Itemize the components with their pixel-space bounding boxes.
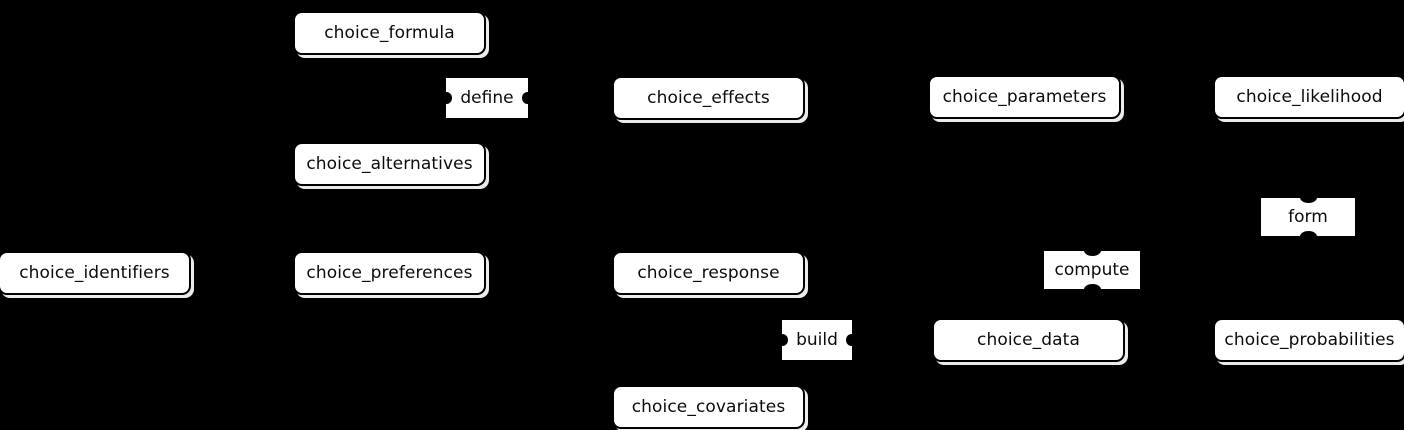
edge-label-text: form <box>1288 206 1328 227</box>
edge-choice_covariates-build <box>708 339 782 385</box>
node-label: choice_alternatives <box>306 153 473 174</box>
notch-right-icon <box>522 92 533 104</box>
notch-top-icon <box>1300 192 1317 203</box>
node-label: choice_response <box>637 262 780 283</box>
node-label: choice_effects <box>647 87 770 108</box>
node-choice-parameters[interactable]: choice_parameters <box>928 75 1121 119</box>
node-label: choice_data <box>977 329 1080 350</box>
notch-bottom-icon <box>1084 284 1101 295</box>
node-label: choice_identifiers <box>19 262 170 283</box>
edge-label-text: compute <box>1054 259 1130 280</box>
node-choice-formula[interactable]: choice_formula <box>293 11 486 55</box>
node-choice-alternatives[interactable]: choice_alternatives <box>293 142 486 186</box>
edge-label-define: define <box>441 78 533 118</box>
notch-top-icon <box>1084 245 1101 256</box>
node-choice-data[interactable]: choice_data <box>932 318 1125 362</box>
node-choice-likelihood[interactable]: choice_likelihood <box>1213 75 1404 119</box>
node-label: choice_probabilities <box>1224 329 1395 350</box>
notch-right-icon <box>846 334 857 346</box>
notch-left-icon <box>777 334 788 346</box>
node-label: choice_covariates <box>631 396 786 417</box>
edge-label-compute: compute <box>1044 245 1140 295</box>
node-choice-probabilities[interactable]: choice_probabilities <box>1213 318 1404 362</box>
notch-left-icon <box>441 92 452 104</box>
node-label: choice_parameters <box>942 86 1107 107</box>
node-choice-covariates[interactable]: choice_covariates <box>612 385 805 429</box>
edge-choice_response-build <box>708 295 782 341</box>
node-choice-effects[interactable]: choice_effects <box>612 76 805 120</box>
node-choice-response[interactable]: choice_response <box>612 251 805 295</box>
node-choice-preferences[interactable]: choice_preferences <box>293 251 486 295</box>
edge-label-text: build <box>796 329 838 350</box>
edge-label-text: define <box>460 87 514 108</box>
edge-choice_formula-choice_effects <box>389 55 446 99</box>
edge-label-form: form <box>1261 192 1355 242</box>
notch-bottom-icon <box>1300 231 1317 242</box>
edge-choice_alternatives-choice_effects <box>389 97 446 142</box>
node-label: choice_formula <box>324 22 455 43</box>
node-label: choice_preferences <box>306 262 473 283</box>
edge-label-build: build <box>777 320 857 360</box>
node-choice-identifiers[interactable]: choice_identifiers <box>0 251 191 295</box>
node-label: choice_likelihood <box>1236 86 1383 107</box>
